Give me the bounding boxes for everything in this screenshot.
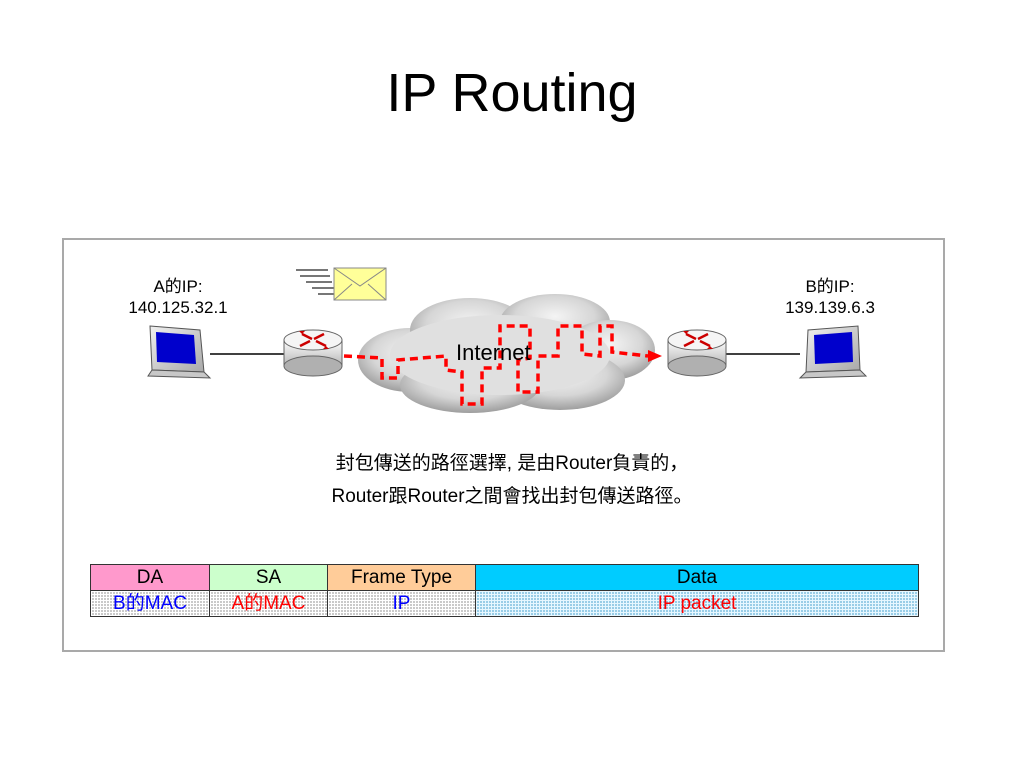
host-a-ip: 140.125.32.1 [128,298,228,317]
internet-cloud-icon [358,294,655,413]
mail-envelope-icon [296,267,387,301]
router-b-icon [667,329,727,377]
host-a-label: A的IP: [153,277,203,296]
computer-b-icon [798,325,868,379]
header-sa: SA [209,564,328,591]
page-title: IP Routing [386,63,638,123]
path-arrowhead-icon [648,350,662,362]
router-a-icon [283,329,343,377]
host-b-label: B的IP: [805,277,855,296]
value-da: B的MAC [90,590,210,617]
value-data: IP packet [475,590,919,617]
host-a-ip-block: A的IP: 140.125.32.1 [118,276,238,318]
caption-line-1: 封包傳送的路徑選擇, 是由Router負責的， [335,453,689,474]
frame-format-table: DA SA Frame Type Data B的MAC A的MAC IP IP … [90,564,919,617]
header-data: Data [475,564,919,591]
host-b-ip-block: B的IP: 139.139.6.3 [770,276,890,318]
host-b-ip: 139.139.6.3 [785,298,875,317]
table-row: B的MAC A的MAC IP IP packet [90,590,919,617]
table-header-row: DA SA Frame Type Data [90,564,919,591]
internet-label: Internet [456,340,531,365]
routing-path [343,324,649,406]
value-frame-type: IP [327,590,476,617]
value-sa: A的MAC [209,590,328,617]
header-da: DA [90,564,210,591]
header-frame-type: Frame Type [327,564,476,591]
caption-line-2: Router跟Router之間會找出封包傳送路徑。 [331,486,693,507]
computer-a-icon [147,325,212,379]
